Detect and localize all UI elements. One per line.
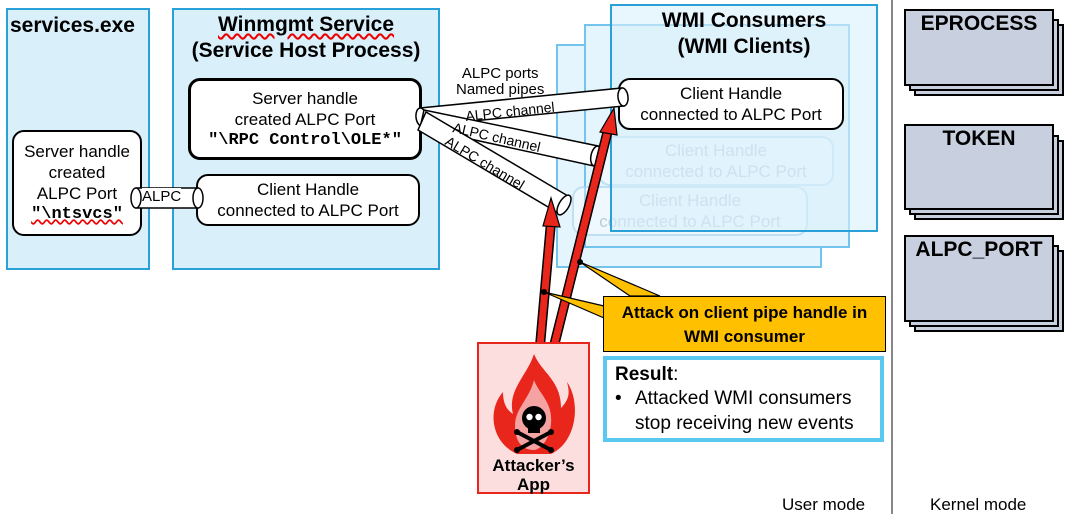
attacker-label-line2: App [516,475,551,494]
winmgmt-server-handle: Server handle created ALPC Port "\RPC Co… [188,78,422,160]
user-mode-label: User mode [782,495,866,514]
winmgmt-server-line2: created ALPC Port [234,109,376,129]
winmgmt-port-name: "\RPC Control\OLE*" [208,130,402,150]
services-server-handle: Server handle created ALPC Port "\ntsvcs… [12,130,142,236]
consumers-title-line1: WMI Consumers [661,9,827,32]
attacker-label-line1: Attacker’s [492,456,575,475]
winmgmt-client-handle: Client Handle connected to ALPC Port [196,174,420,226]
kernel-mode-label: Kernel mode [930,495,1027,514]
channel-header: ALPC ports Named pipes [456,66,544,98]
consumers-title-line2: (WMI Clients) [677,35,811,58]
consumers-title: WMI Consumers (WMI Clients) [612,8,876,60]
result-title-suffix: : [673,364,679,385]
attack-callout: Attack on client pipe handle in WMI cons… [603,296,886,352]
channel-header-line2: Named pipes [456,81,545,98]
kernel-object-alpc-port-label: ALPC_PORT [915,238,1043,261]
skull-fire-icon [493,354,575,454]
mode-separator [891,0,893,514]
services-exe-process: services.exe Server handle created ALPC … [6,8,150,270]
winmgmt-service-process: Winmgmt Service (Service Host Process) S… [172,8,440,270]
attack-callout-line1: Attack on client pipe handle in [621,303,868,322]
services-server-line1: Server handle [24,142,130,161]
services-port-name: "\ntsvcs" [31,205,123,224]
result-bullet-text: Attacked WMI consumers stop receiving ne… [635,388,854,434]
winmgmt-title-line2: (Service Host Process) [191,39,421,62]
services-exe-title: services.exe [10,14,135,37]
result-bullet-row: • Attacked WMI consumers stop receiving … [615,386,872,436]
result-title-row: Result: [615,364,872,386]
attack-callout-line2: WMI consumer [684,327,805,346]
bullet-dot: • [615,388,622,409]
winmgmt-title-line1: Winmgmt Service [217,13,395,36]
result-title: Result [615,364,674,385]
consumer-client-line1: Client Handle [679,84,783,103]
kernel-object-token-label: TOKEN [942,127,1016,150]
channel-header-line1: ALPC ports [461,65,539,82]
winmgmt-server-line1: Server handle [252,88,358,108]
attacker-label: Attacker’s App [479,456,588,494]
services-server-line2: created [48,163,106,182]
alpc-channel-pipe-3 [417,110,572,216]
winmgmt-client-line2: connected to ALPC Port [217,201,399,220]
alpc-link-label: ALPC [142,188,182,205]
attacker-app: Attacker’s App [477,342,590,494]
attack-arrows [535,106,618,348]
result-box: Result: • Attacked WMI consumers stop re… [603,356,884,442]
winmgmt-title: Winmgmt Service (Service Host Process) [174,12,438,64]
consumer-client-line2: connected to ALPC Port [640,105,822,124]
kernel-object-eprocess-label: EPROCESS [920,12,1038,35]
services-server-line3: ALPC Port [36,184,118,203]
consumer-client-handle: Client Handle connected to ALPC Port [618,78,844,130]
winmgmt-client-line1: Client Handle [256,180,360,199]
